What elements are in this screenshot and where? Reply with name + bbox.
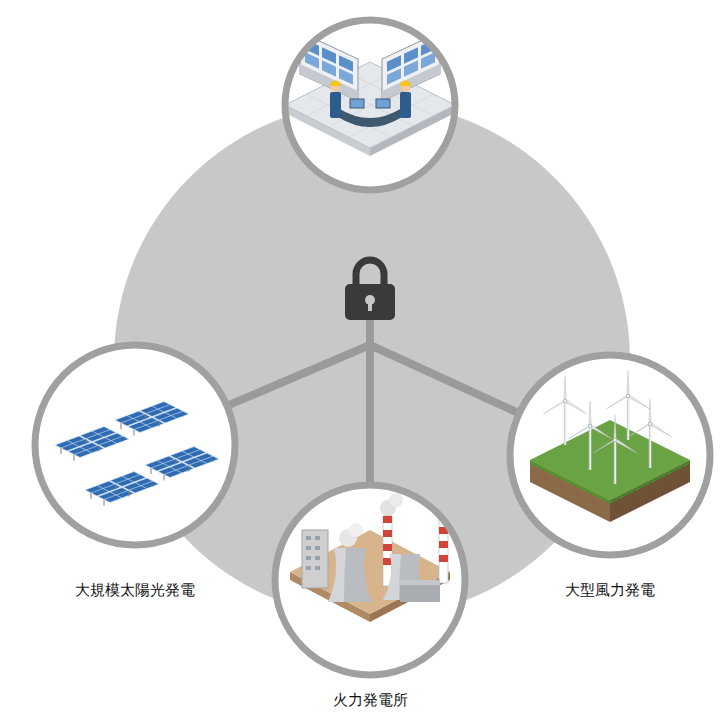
plant-circle: 火力発電所 — [275, 485, 465, 675]
plant-label: 大規模太陽光発電 — [75, 581, 195, 599]
wind-farm — [530, 371, 690, 522]
lock-icon — [345, 260, 395, 320]
solar-panels — [55, 402, 219, 506]
plant-label: 火力発電所 — [333, 691, 408, 709]
plant-circle: 大型風力発電 — [510, 355, 710, 555]
circle-outline — [275, 485, 465, 675]
plant-circle: 大規模太陽光発電 — [35, 345, 235, 545]
circle-outline — [510, 355, 710, 555]
plant-label: 大型風力発電 — [565, 581, 655, 599]
circle-outline — [35, 345, 235, 545]
control-room — [285, 32, 455, 156]
control-room-ring — [285, 20, 455, 190]
